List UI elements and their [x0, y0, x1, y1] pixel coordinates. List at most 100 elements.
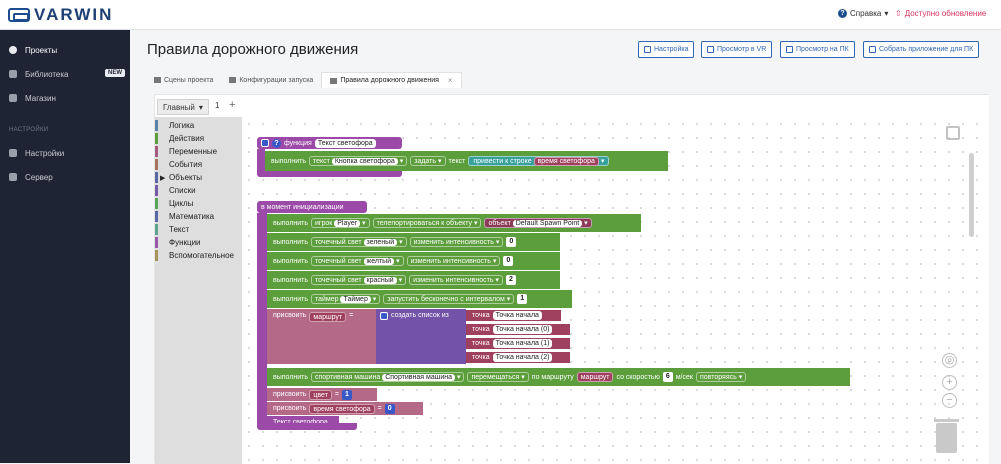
view-pc-button[interactable]: Просмотр на ПК: [780, 41, 855, 58]
object-field[interactable]: зеленый: [363, 239, 398, 246]
object-field[interactable]: Таймер: [340, 296, 371, 303]
block-canvas[interactable]: ? функция Текст светофора выполнить текс…: [242, 117, 989, 464]
category-objects[interactable]: ▶Объекты: [155, 171, 242, 184]
repeat-mode-dropdown[interactable]: повторяясь ▾: [695, 372, 747, 382]
car-move-route-block[interactable]: выполнить спортивная машина Спортивная м…: [267, 368, 850, 386]
sidebar-item-server[interactable]: Сервер: [0, 167, 130, 187]
object-kind-dropdown[interactable]: текст Кнопка светофора ▾: [309, 156, 408, 166]
category-math[interactable]: Математика: [155, 210, 242, 223]
create-list-block[interactable]: создать список из: [376, 309, 466, 364]
object-field[interactable]: Player: [334, 220, 361, 227]
recenter-icon[interactable]: ◎: [942, 353, 957, 368]
settings-button[interactable]: Настройка: [638, 41, 695, 58]
point-block[interactable]: точка Точка начала (0): [466, 324, 570, 335]
object-field[interactable]: Default Spawn Point: [512, 220, 583, 227]
help-icon[interactable]: ?: [272, 138, 281, 148]
point-block[interactable]: точка Точка начала (1): [466, 338, 570, 349]
action-dropdown[interactable]: задать ▾: [410, 156, 446, 166]
category-events[interactable]: События: [155, 158, 242, 171]
update-link[interactable]: ⇧ Доступно обновление: [895, 9, 986, 18]
number-field[interactable]: 1: [517, 294, 528, 304]
category-variables[interactable]: Переменные: [155, 145, 242, 158]
build-app-button[interactable]: Собрать приложение для ПК: [863, 41, 980, 58]
tab-scenes[interactable]: Сцены проекта: [146, 72, 221, 88]
workspace-tab-1[interactable]: 1: [215, 101, 220, 110]
assign-route-block[interactable]: присвоить маршрут =: [267, 309, 376, 364]
zoom-out-button[interactable]: −: [942, 393, 957, 408]
variable-field[interactable]: маршрут: [309, 312, 347, 322]
category-loops[interactable]: Циклы: [155, 197, 242, 210]
object-field[interactable]: желтый: [363, 258, 395, 265]
number-field[interactable]: 0: [503, 256, 514, 266]
action-dropdown[interactable]: запустить бесконечно с интервалом ▾: [383, 294, 515, 304]
category-functions[interactable]: Функции: [155, 236, 242, 249]
category-lists[interactable]: Списки: [155, 184, 242, 197]
object-kind-dropdown[interactable]: точечный свет красный ▾: [311, 275, 407, 285]
vertical-scrollbar[interactable]: [969, 153, 974, 237]
action-dropdown[interactable]: телепортироваться к объекту ▾: [372, 218, 482, 228]
object-field[interactable]: Точка начала (1): [492, 339, 553, 348]
timer-start-block[interactable]: выполнить таймер Таймер ▾ запустить беск…: [267, 290, 572, 308]
number-field[interactable]: 0: [506, 237, 517, 247]
help-menu[interactable]: ? Справка ▾: [838, 9, 888, 18]
object-field[interactable]: Кнопка светофора: [331, 158, 398, 165]
category-logic[interactable]: Логика: [155, 119, 242, 132]
variable-field[interactable]: время светофора: [533, 157, 599, 166]
tab-logic[interactable]: Правила дорожного движения ×: [321, 72, 462, 88]
action-dropdown[interactable]: изменить интенсивность ▾: [409, 237, 504, 247]
logo[interactable]: VARWIN: [8, 5, 113, 24]
function-definition-block[interactable]: ? функция Текст светофора: [257, 137, 402, 149]
action-dropdown[interactable]: перемещаться ▾: [467, 372, 529, 382]
tab-launch-config[interactable]: Конфигурации запуска: [221, 72, 321, 88]
zoom-in-button[interactable]: +: [942, 375, 957, 390]
point-block[interactable]: точка Точка начала: [466, 310, 561, 321]
set-text-block[interactable]: выполнить текст Кнопка светофора ▾ задат…: [265, 151, 668, 171]
sidebar-item-library[interactable]: Библиотека NEW: [0, 64, 130, 84]
object-kind-dropdown[interactable]: таймер Таймер ▾: [311, 294, 381, 304]
light-intensity-block-green[interactable]: выполнить точечный свет зеленый ▾ измени…: [267, 233, 560, 251]
gear-icon[interactable]: [380, 312, 388, 320]
object-field[interactable]: Точка начала (2): [492, 353, 553, 362]
object-kind-dropdown[interactable]: точечный свет зеленый ▾: [311, 237, 407, 247]
assign-color-block[interactable]: присвоить цвет = 1: [267, 388, 377, 401]
number-field[interactable]: 0: [384, 403, 395, 414]
teleport-player-block[interactable]: выполнить игрок Player ▾ телепортировать…: [267, 214, 641, 232]
close-icon[interactable]: ×: [447, 76, 453, 85]
sidebar-item-settings[interactable]: Настройки: [0, 143, 130, 163]
target-object-block[interactable]: объект Default Spawn Point ▾: [484, 218, 592, 228]
object-field[interactable]: Точка начала: [492, 311, 542, 320]
view-vr-button[interactable]: Просмотр в VR: [701, 41, 773, 58]
assign-time-block[interactable]: присвоить время светофора = 0: [267, 402, 423, 415]
object-field[interactable]: Спортивная машина: [382, 374, 456, 381]
category-text[interactable]: Текст: [155, 223, 242, 236]
sidebar-item-projects[interactable]: Проекты: [0, 40, 130, 60]
variable-field[interactable]: время светофора: [309, 403, 375, 414]
trash-icon[interactable]: [934, 419, 959, 453]
add-tab-button[interactable]: +: [229, 99, 236, 111]
object-kind-dropdown[interactable]: спортивная машина Спортивная машина ▾: [311, 372, 465, 382]
function-name-field[interactable]: Текст светофора: [314, 138, 376, 148]
sidebar-item-store[interactable]: Магазин: [0, 88, 130, 108]
number-field[interactable]: 6: [662, 372, 673, 382]
number-field[interactable]: 1: [342, 389, 352, 400]
object-field[interactable]: Точка начала (0): [492, 325, 553, 334]
variable-field[interactable]: маршрут: [576, 372, 614, 382]
gear-icon[interactable]: [261, 139, 269, 147]
on-init-block[interactable]: в момент инициализации: [257, 201, 367, 213]
library-icon: [9, 70, 17, 78]
to-string-block[interactable]: привести к строке время светофора ▾: [468, 156, 610, 166]
variable-field[interactable]: цвет: [309, 389, 332, 400]
light-intensity-block-red[interactable]: выполнить точечный свет красный ▾ измени…: [267, 271, 560, 289]
object-field[interactable]: красный: [363, 277, 397, 284]
number-field[interactable]: 2: [505, 275, 516, 285]
action-dropdown[interactable]: изменить интенсивность ▾: [406, 256, 501, 266]
point-block[interactable]: точка Точка начала (2): [466, 352, 570, 363]
object-kind-dropdown[interactable]: точечный свет желтый ▾: [311, 256, 404, 266]
category-helpers[interactable]: Вспомогательное: [155, 249, 242, 262]
fullscreen-icon[interactable]: [946, 126, 960, 140]
category-actions[interactable]: Действия: [155, 132, 242, 145]
light-intensity-block-yellow[interactable]: выполнить точечный свет желтый ▾ изменит…: [267, 252, 560, 270]
action-dropdown[interactable]: изменить интенсивность ▾: [409, 275, 503, 285]
workspace-tab-main[interactable]: Главный ▾: [157, 99, 209, 115]
object-kind-dropdown[interactable]: игрок Player ▾: [311, 218, 370, 228]
